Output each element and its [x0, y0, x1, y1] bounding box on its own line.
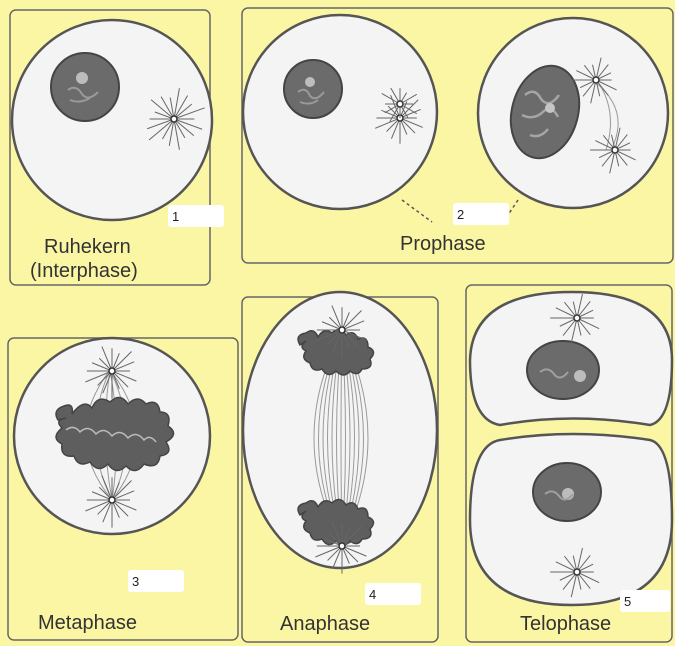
label-metaphase: Metaphase	[38, 613, 137, 633]
anaphase-cell	[243, 292, 437, 574]
label-interphase-line2: (Interphase)	[30, 261, 138, 281]
interphase-nucleus	[51, 53, 119, 121]
prophase-cell-late	[478, 18, 668, 208]
answer-number: 1	[172, 209, 179, 224]
telophase-daughter-cell-top	[470, 292, 672, 425]
prophase-cell-early	[243, 15, 437, 209]
answer-number: 4	[369, 587, 376, 602]
answer-box-3[interactable]: 3	[128, 570, 184, 592]
answer-number: 3	[132, 574, 139, 589]
answer-box-4[interactable]: 4	[365, 583, 421, 605]
label-anaphase: Anaphase	[280, 614, 370, 634]
interphase-cell	[12, 20, 212, 220]
label-prophase: Prophase	[400, 234, 486, 254]
answer-box-1[interactable]: 1	[168, 205, 224, 227]
answer-box-2[interactable]: 2	[453, 203, 509, 225]
pointer-line-left	[402, 200, 432, 222]
telophase-daughter-cell-bottom	[470, 434, 672, 605]
metaphase-cell	[14, 338, 210, 534]
label-telophase: Telophase	[520, 614, 611, 634]
label-interphase-line1: Ruhekern	[44, 237, 131, 257]
answer-number: 2	[457, 207, 464, 222]
answer-number: 5	[624, 594, 631, 609]
answer-box-5[interactable]: 5	[620, 590, 670, 612]
